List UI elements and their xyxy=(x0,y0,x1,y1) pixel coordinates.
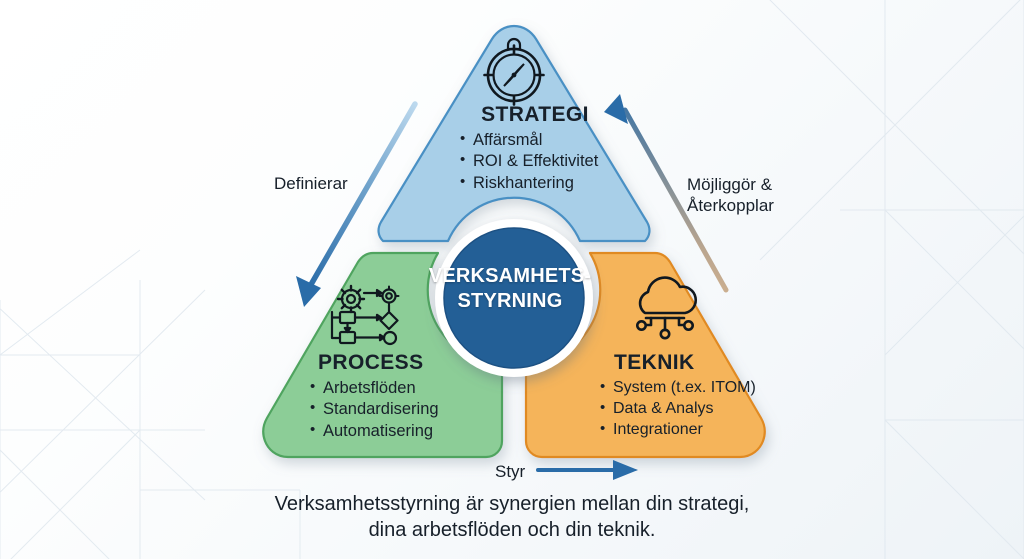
list-item: Arbetsflöden xyxy=(310,377,496,399)
center-circle[interactable] xyxy=(435,219,593,377)
segment-process-text: PROCESS Arbetsflöden Standardisering Aut… xyxy=(296,351,496,442)
caption: Verksamhetsstyrning är synergien mellan … xyxy=(0,491,1024,543)
arrow-label-definierar: Definierar xyxy=(274,174,348,193)
list-item: Integrationer xyxy=(600,419,807,441)
arrow-mojliggor xyxy=(604,94,729,293)
segment-process-list: Arbetsflöden Standardisering Automatiser… xyxy=(296,377,496,442)
list-item: ROI & Effektivitet xyxy=(460,150,640,172)
segment-strategi-list: Affärsmål ROI & Effektivitet Riskhanteri… xyxy=(430,129,640,194)
center-label-line1: VERKSAMHETS- xyxy=(428,265,592,287)
arrow-definierar xyxy=(296,101,418,307)
gears-flowchart-icon xyxy=(330,284,400,346)
cloud-network-icon xyxy=(635,276,698,340)
segment-process-title: PROCESS xyxy=(318,351,424,374)
arrow-label-mojliggor-line2: Återkopplar xyxy=(687,195,774,215)
arrow-label-mojliggor: Möjliggör & Återkopplar xyxy=(687,175,774,216)
list-item: Automatisering xyxy=(310,420,496,442)
segment-strategi-title: STRATEGI xyxy=(481,103,589,126)
segment-teknik-text: TEKNIK System (t.ex. ITOM) Data & Analys… xyxy=(592,351,807,440)
list-item: Affärsmål xyxy=(460,129,640,151)
center-circle-label: VERKSAMHETS- STYRNING xyxy=(418,264,602,314)
caption-line1: Verksamhetsstyrning är synergien mellan … xyxy=(274,493,750,515)
caption-line2: dina arbetsflöden och din teknik. xyxy=(368,519,656,541)
segment-teknik-title: TEKNIK xyxy=(614,351,695,374)
segment-strategi-text: STRATEGI Affärsmål ROI & Effektivitet Ri… xyxy=(430,103,640,194)
compass-icon xyxy=(483,37,545,106)
list-item: System (t.ex. ITOM) xyxy=(600,377,807,399)
arrow-styr xyxy=(391,460,638,480)
center-label-line2: STYRNING xyxy=(457,289,563,312)
list-item: Riskhantering xyxy=(460,172,640,194)
arrow-label-styr: Styr xyxy=(495,462,526,481)
list-item: Standardisering xyxy=(310,398,496,420)
segment-teknik-list: System (t.ex. ITOM) Data & Analys Integr… xyxy=(592,377,807,441)
arrow-label-mojliggor-line1: Möjliggör & xyxy=(687,175,773,194)
list-item: Data & Analys xyxy=(600,398,807,420)
